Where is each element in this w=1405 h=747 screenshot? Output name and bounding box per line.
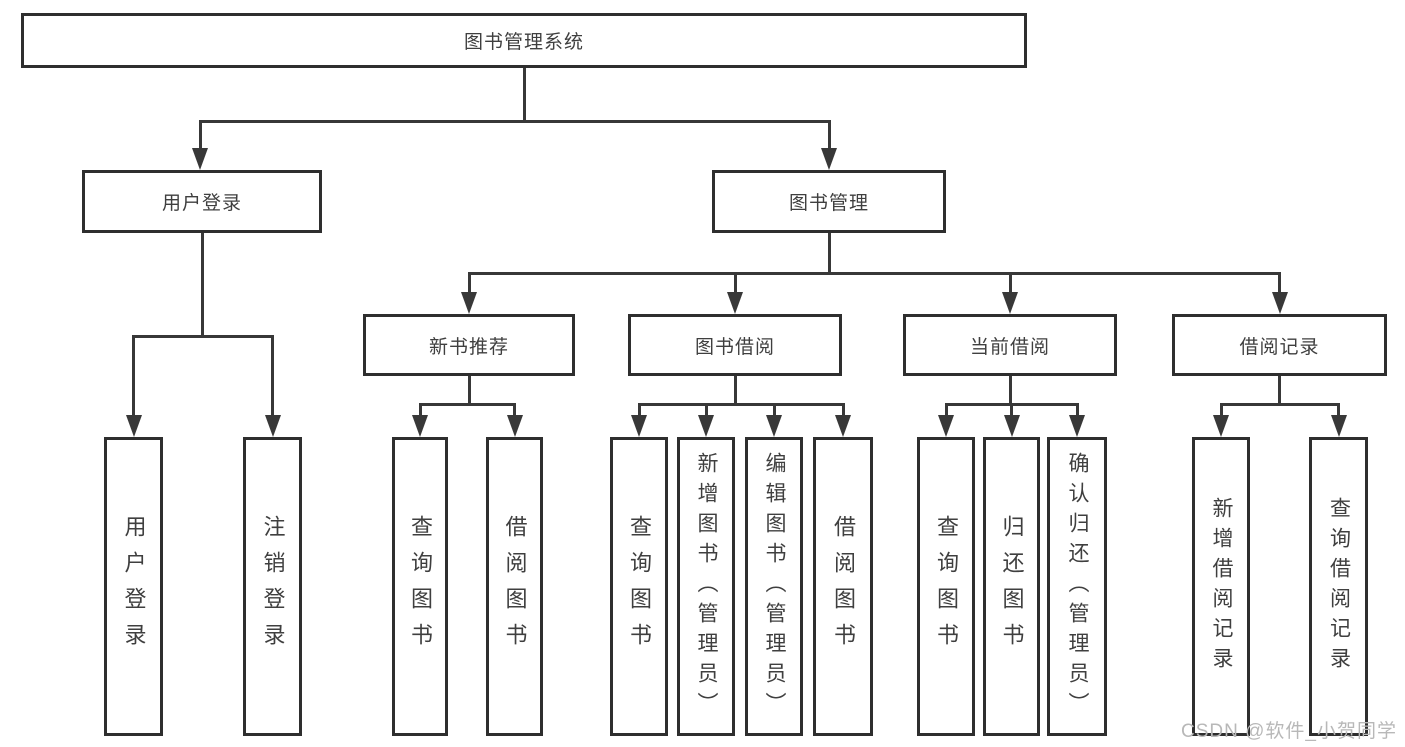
node-user-login-label: 用户登录 [161, 193, 242, 214]
leaf-query-books-recommend-label: 查询图书 [408, 514, 433, 659]
arrow-down-icon [461, 292, 477, 314]
leaf-return-books: 归还图书 [983, 437, 1040, 736]
connector-line [1278, 272, 1281, 296]
leaf-add-borrow-record: 新增借阅记录 [1192, 437, 1250, 736]
leaf-add-books-admin-label: 新增图书（管理员） [695, 451, 718, 722]
arrow-down-icon [192, 148, 208, 170]
connector-line [200, 233, 204, 338]
arrow-down-icon [766, 415, 782, 437]
node-user-login: 用户登录 [82, 170, 322, 233]
leaf-borrow-books-label: 借阅图书 [831, 514, 856, 659]
arrow-down-icon [264, 415, 281, 437]
leaf-borrow-books: 借阅图书 [813, 437, 873, 736]
leaf-user-login: 用户登录 [104, 437, 163, 736]
connector-line [1219, 403, 1223, 419]
node-current-borrowing-label: 当前借阅 [969, 336, 1050, 358]
arrow-down-icon [412, 415, 428, 437]
connector-line [469, 272, 1281, 275]
arrow-down-icon [506, 415, 523, 437]
connector-line [944, 403, 948, 419]
leaf-logout: 注销登录 [243, 437, 302, 736]
leaf-confirm-return-admin: 确认归还（管理员） [1047, 437, 1107, 736]
connector-line [841, 403, 845, 419]
connector-line [200, 120, 831, 123]
arrow-down-icon [938, 415, 954, 437]
connector-line [133, 335, 274, 338]
node-library-system-label: 图书管理系统 [463, 32, 584, 53]
connector-line [198, 120, 202, 152]
node-book-borrowing-label: 图书借阅 [694, 336, 775, 358]
leaf-query-books-recommend: 查询图书 [392, 437, 448, 736]
watermark: CSDN @软件_小贺同学 [1181, 721, 1397, 742]
leaf-logout-label: 注销登录 [260, 514, 286, 659]
connector-line [420, 403, 515, 406]
connector-line [513, 403, 516, 419]
node-new-book-recommend-label: 新书推荐 [428, 336, 509, 358]
connector-line [1221, 403, 1339, 406]
leaf-borrow-books-recommend: 借阅图书 [486, 437, 543, 736]
connector-line [467, 376, 471, 406]
connector-line [522, 68, 526, 122]
leaf-edit-books-admin: 编辑图书（管理员） [745, 437, 803, 736]
arrow-down-icon [1002, 292, 1018, 314]
arrow-down-icon [631, 415, 647, 437]
connector-line [467, 272, 471, 296]
leaf-query-borrow-record: 查询借阅记录 [1309, 437, 1368, 736]
connector-line [1008, 376, 1012, 406]
arrow-down-icon [727, 292, 743, 314]
node-borrow-records-label: 借阅记录 [1239, 336, 1320, 358]
connector-line [827, 120, 831, 152]
node-book-borrowing: 图书借阅 [628, 314, 842, 376]
arrow-down-icon [1271, 292, 1288, 314]
arrow-down-icon [1330, 415, 1347, 437]
connector-line [271, 335, 274, 419]
leaf-add-books-admin: 新增图书（管理员） [677, 437, 735, 736]
connector-line [418, 403, 422, 419]
leaf-user-login-label: 用户登录 [121, 514, 147, 659]
node-current-borrowing: 当前借阅 [903, 314, 1117, 376]
leaf-return-books-label: 归还图书 [999, 514, 1025, 659]
node-book-management-label: 图书管理 [788, 193, 869, 214]
connector-line [827, 233, 831, 275]
connector-line [1278, 376, 1281, 406]
leaf-edit-books-admin-label: 编辑图书（管理员） [763, 451, 786, 722]
arrow-down-icon [835, 415, 851, 437]
node-new-book-recommend: 新书推荐 [363, 314, 575, 376]
connector-line [639, 403, 843, 406]
node-borrow-records: 借阅记录 [1172, 314, 1387, 376]
arrow-down-icon [1213, 415, 1229, 437]
leaf-query-books-current: 查询图书 [917, 437, 975, 736]
arrow-down-icon [125, 415, 142, 437]
connector-line [1075, 403, 1079, 419]
node-book-management: 图书管理 [712, 170, 946, 233]
connector-line [1008, 272, 1012, 296]
leaf-confirm-return-admin-label: 确认归还（管理员） [1066, 451, 1089, 722]
leaf-query-books-borrowing: 查询图书 [610, 437, 668, 736]
connector-line [1337, 403, 1340, 419]
arrow-down-icon [1069, 415, 1085, 437]
connector-line [132, 335, 135, 419]
node-library-system: 图书管理系统 [21, 13, 1027, 68]
arrow-down-icon [1003, 415, 1020, 437]
leaf-query-books-borrowing-label: 查询图书 [627, 514, 652, 659]
leaf-borrow-books-recommend-label: 借阅图书 [502, 514, 528, 659]
connector-line [733, 376, 737, 406]
connector-line [637, 403, 641, 419]
connector-line [1010, 403, 1013, 419]
arrow-down-icon [821, 148, 837, 170]
leaf-query-books-current-label: 查询图书 [934, 514, 959, 659]
connector-line [733, 272, 737, 296]
leaf-query-borrow-record-label: 查询借阅记录 [1327, 496, 1351, 677]
leaf-add-borrow-record-label: 新增借阅记录 [1210, 496, 1233, 677]
arrow-down-icon [698, 415, 714, 437]
connector-line [772, 403, 776, 419]
connector-line [704, 403, 708, 419]
